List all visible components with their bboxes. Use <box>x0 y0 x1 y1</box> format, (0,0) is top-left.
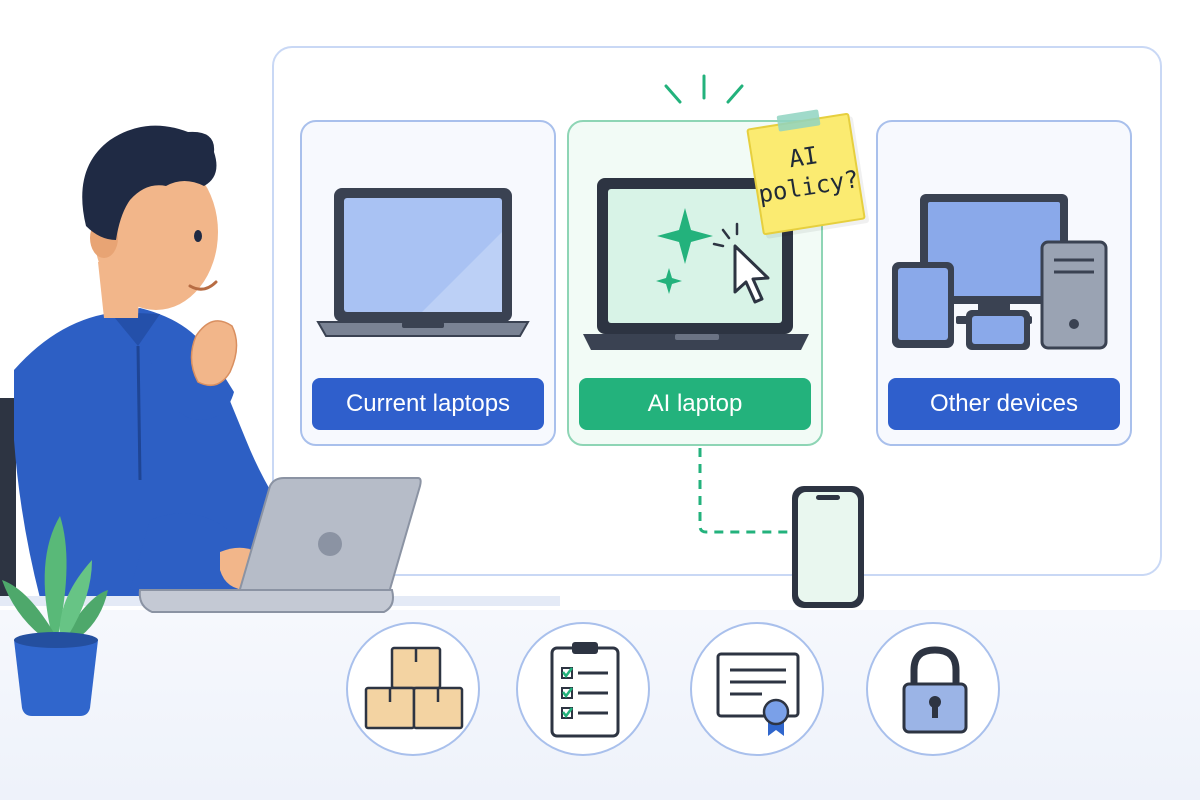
current-laptops-label: Current laptops <box>312 378 544 430</box>
certificate-icon-button <box>690 622 824 756</box>
cursor-icon <box>733 244 770 304</box>
laptop-icon <box>316 188 530 337</box>
checklist-icon <box>550 642 620 738</box>
other-devices-card[interactable]: Other devices <box>876 120 1132 446</box>
ai-laptop-card[interactable]: AI laptop <box>567 120 823 446</box>
boxes-icon-button <box>346 622 480 756</box>
padlock-icon <box>902 646 968 734</box>
ai-laptop-icon <box>583 178 809 350</box>
other-devices-label: Other devices <box>888 378 1120 430</box>
sparkle-icon <box>657 208 713 264</box>
checklist-icon-button <box>516 622 650 756</box>
ai-laptop-label: AI laptop <box>579 378 811 430</box>
current-laptops-card[interactable]: Current laptops <box>300 120 556 446</box>
padlock-icon-button <box>866 622 1000 756</box>
certificate-icon <box>716 652 800 736</box>
boxes-icon <box>364 646 464 730</box>
sticky-note-text: AI policy? <box>752 135 860 210</box>
devices-icon <box>892 194 1108 350</box>
ai-policy-sticky-note: AI policy? <box>746 109 866 236</box>
